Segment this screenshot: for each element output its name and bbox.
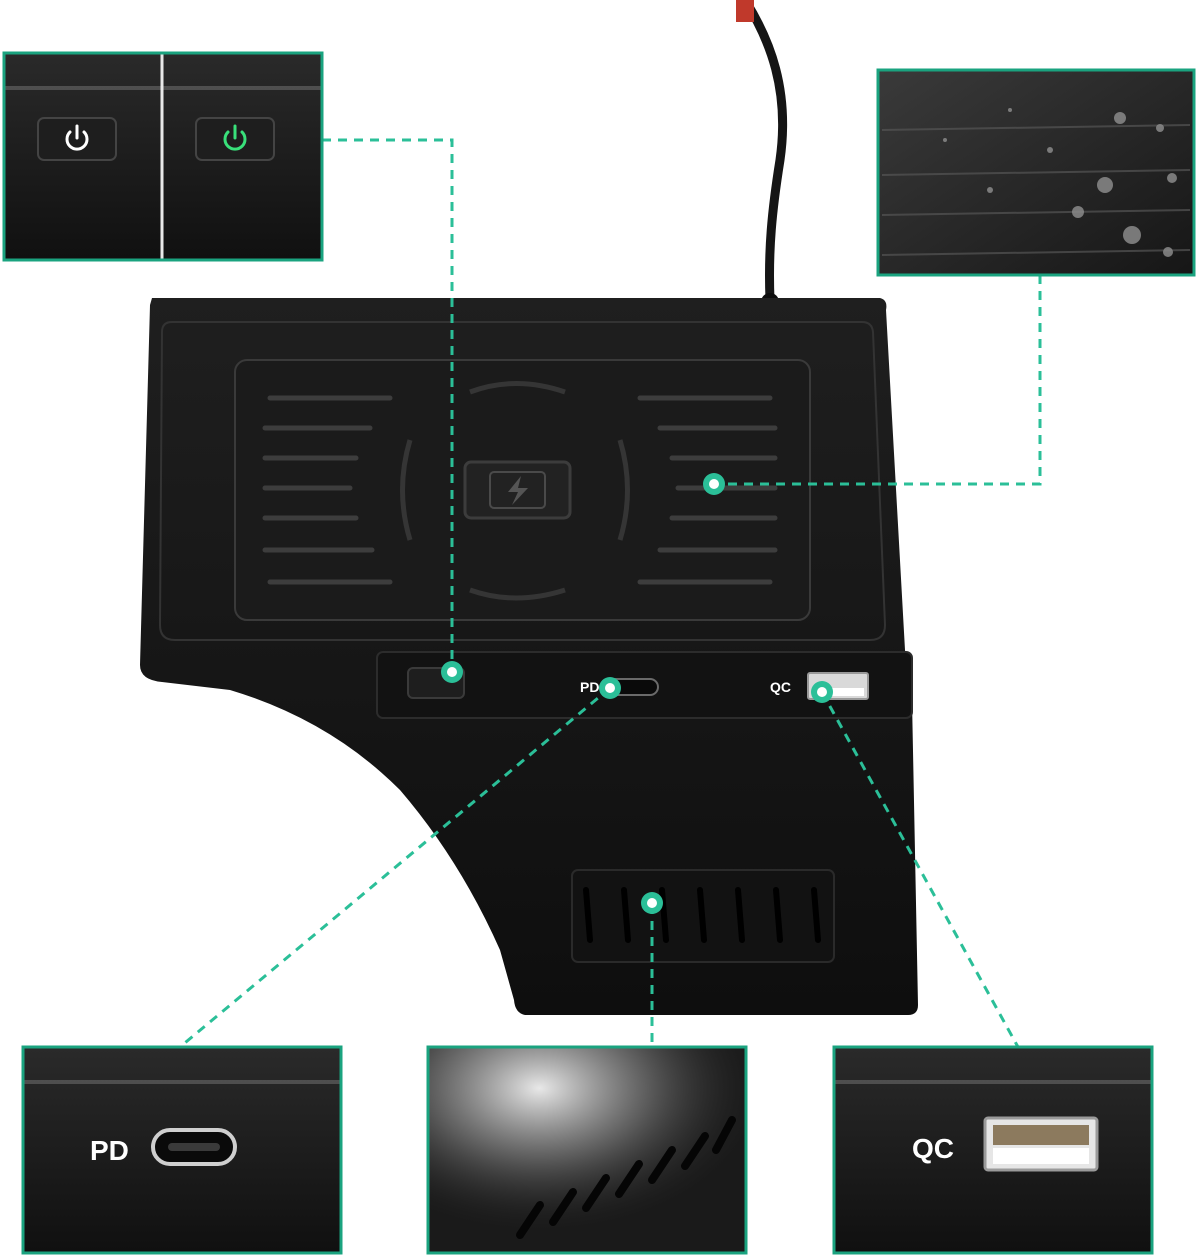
power-cable: [736, 0, 788, 311]
leader-pd: [179, 686, 611, 1049]
detail-waterproof-surface: [876, 68, 1196, 277]
vent-slots: [583, 887, 821, 943]
left-grip-ridges: [262, 395, 393, 585]
detail-pd-port: PD: [21, 1045, 343, 1255]
lightning-icon: [508, 476, 528, 505]
pd-label: PD: [580, 679, 599, 695]
water-droplets: [943, 108, 1177, 257]
detail-qc-port: QC: [832, 1045, 1154, 1255]
qc-label: QC: [770, 679, 791, 695]
charging-coil-outline: [400, 381, 630, 601]
detail-cooling-vent: [426, 1045, 748, 1255]
pd-detail-label: PD: [90, 1135, 129, 1166]
cable-plug-red: [736, 0, 754, 22]
power-icon: [65, 124, 89, 151]
usb-a-tongue: [812, 688, 864, 696]
callout-leaders: [179, 138, 1042, 1049]
leader-pad: [714, 275, 1042, 486]
detail-power-button: [2, 51, 324, 262]
leader-qc: [820, 691, 1020, 1048]
leader-power: [322, 138, 454, 672]
right-grip-ridges: [637, 395, 778, 585]
tray-rim: [158, 321, 887, 641]
power-icon: [223, 124, 247, 151]
callout-dots: [441, 473, 833, 914]
wireless-charger-device: PD QC: [140, 298, 918, 1015]
phone-outline: [489, 471, 546, 509]
qc-detail-label: QC: [912, 1133, 954, 1164]
